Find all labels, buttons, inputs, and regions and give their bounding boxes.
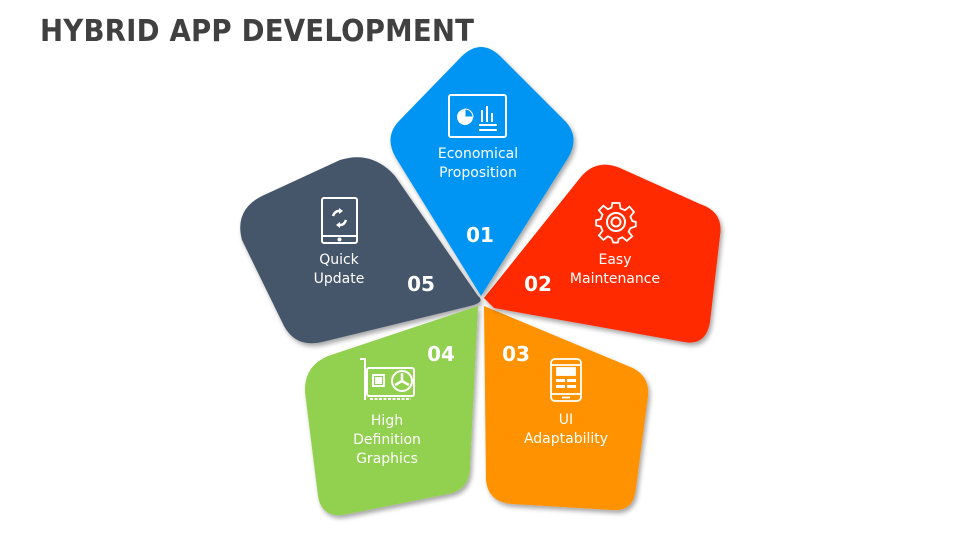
- petal-03-label: UI Adaptability: [524, 411, 608, 449]
- petal-01-number: 01: [466, 223, 494, 247]
- petal-04-number: 04: [427, 342, 455, 366]
- petal-03-number: 03: [502, 342, 530, 366]
- petal-01-shape: [390, 47, 574, 296]
- petal-02-line1: Easy: [598, 252, 632, 268]
- petal-03-line1: UI: [558, 412, 574, 428]
- petal-05-line1: Quick: [319, 252, 359, 268]
- petal-04-label: High Definition Graphics: [353, 412, 421, 469]
- petal-02-number: 02: [524, 272, 552, 296]
- petal-02-line2: Maintenance: [569, 271, 661, 287]
- petal-03-line2: Adaptability: [523, 431, 609, 447]
- mobile-ui-icon: [550, 358, 582, 402]
- petal-04-line3: Graphics: [356, 451, 418, 467]
- petal-04-line2: Definition: [353, 432, 421, 448]
- petal-02-label: Easy Maintenance: [570, 251, 660, 289]
- tablet-refresh-icon: [321, 197, 358, 244]
- petal-05-shape: [240, 157, 481, 344]
- page-title: HYBRID APP DEVELOPMENT: [40, 14, 475, 49]
- petal-04-shape: [304, 306, 478, 516]
- petal-05-number: 05: [407, 272, 435, 296]
- graphics-card-icon: [360, 358, 415, 400]
- petal-02-shape: [484, 164, 721, 343]
- petal-04-line1: High: [370, 413, 404, 429]
- petal-01-line2: Proposition: [439, 165, 517, 181]
- gear-icon: [595, 202, 637, 244]
- presentation-chart-icon: [448, 94, 507, 138]
- petal-01-line1: Economical: [437, 146, 519, 162]
- petal-05-label: Quick Update: [314, 251, 365, 289]
- petal-01-label: Economical Proposition: [438, 145, 518, 183]
- petal-05-line2: Update: [313, 271, 365, 287]
- petal-03-shape: [484, 306, 649, 511]
